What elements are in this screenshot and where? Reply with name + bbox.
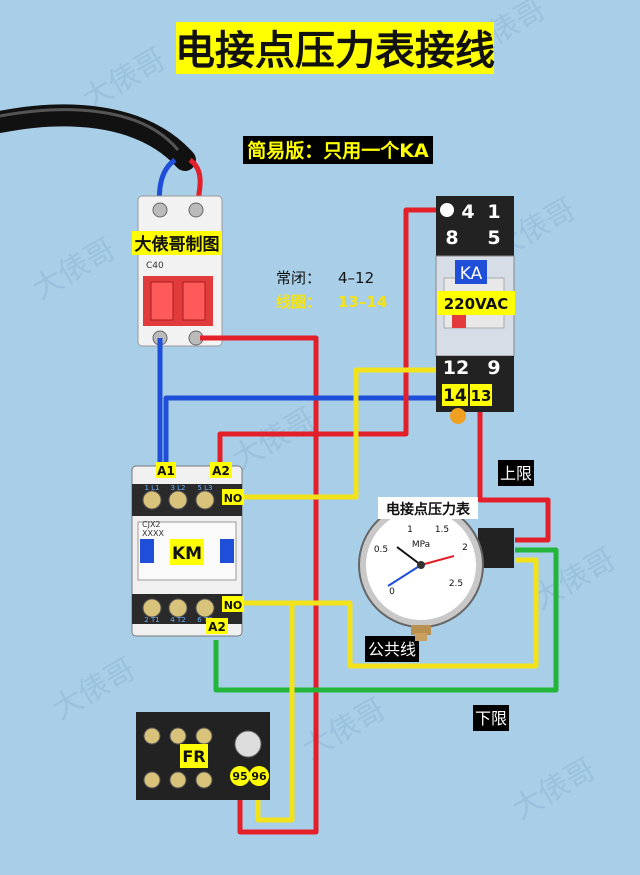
watermark-7: 大俵哥 xyxy=(527,542,622,617)
nc-value: 4–12 xyxy=(338,269,374,287)
gauge-tick-2-5: 2.5 xyxy=(449,579,463,589)
gauge-unit: MPa xyxy=(412,540,430,550)
relay-ka: KA 220VAC 4 1 8 5 12 9 14 13 xyxy=(435,196,515,424)
supply-cable-highlight xyxy=(0,108,180,151)
km-bottom-term-1: 2 T1 xyxy=(144,616,159,624)
km-a2-bottom: A2 xyxy=(208,620,226,634)
km-name: KM xyxy=(172,544,202,564)
subtitle-box xyxy=(243,136,433,164)
nc-label: 常闭： xyxy=(276,269,321,287)
coil-label: 线圈： xyxy=(276,293,321,311)
gauge-tick-1: 1 xyxy=(407,525,413,535)
watermark-5: 大俵哥 xyxy=(227,402,322,477)
gauge-needle-low xyxy=(387,564,422,587)
gauge-tick-0: 0 xyxy=(389,587,395,597)
watermark-1: 大俵哥 xyxy=(77,42,172,117)
watermark-8: 大俵哥 xyxy=(297,692,392,767)
relay-pin-8: 8 xyxy=(445,227,458,249)
km-top-term-2: 3 L2 xyxy=(170,484,185,492)
wire-green-lower xyxy=(213,547,559,693)
watermark-3: 大俵哥 xyxy=(27,232,122,307)
pressure-gauge: 电接点压力表 MPa 0 0.5 1 1.5 2 2.5 xyxy=(358,497,514,641)
contactor-km: 1 L1 3 L2 5 L3 CJX2 XXXX KM 2 T1 4 T2 6 … xyxy=(131,462,244,637)
gauge-title: 电接点压力表 xyxy=(386,501,471,518)
fr-name: FR xyxy=(182,747,205,766)
relay-pin-12: 12 xyxy=(443,357,469,379)
relay-notes: 常闭： 4–12 线圈： 13–14 xyxy=(272,264,390,314)
breaker-model: C40 xyxy=(146,261,164,271)
relay-pin-4: 4 xyxy=(461,201,474,223)
page-title: 电接点压力表接线 xyxy=(175,28,495,74)
common-label-box xyxy=(365,636,419,662)
subtitle: 简易版：只用一个KA xyxy=(247,139,429,162)
gauge-tick-0-5: 0.5 xyxy=(374,545,388,555)
gauge-needle-high xyxy=(420,555,455,566)
wire-yellow-ka12 xyxy=(244,367,446,500)
relay-pin-5: 5 xyxy=(487,227,500,249)
gauge-tick-2: 2 xyxy=(462,543,468,553)
title-box xyxy=(176,22,494,74)
thermal-relay-fr: FR 95 96 xyxy=(136,712,270,800)
km-a1: A1 xyxy=(157,464,175,478)
wire-red-ka4 xyxy=(217,207,447,470)
km-model-2: XXXX xyxy=(142,529,164,538)
relay-pin-9: 9 xyxy=(487,357,500,379)
upper-label-box xyxy=(498,460,534,486)
wire-red-upper xyxy=(477,400,551,543)
km-top-term-1: 1 L1 xyxy=(144,484,159,492)
km-model: CJX2 xyxy=(142,520,161,529)
relay-pin-1: 1 xyxy=(487,201,500,223)
wire-yellow-common xyxy=(244,557,539,669)
km-bottom-term-2: 4 T2 xyxy=(170,616,185,624)
gauge-tick-1-5: 1.5 xyxy=(435,525,449,535)
fr-term-95: 95 xyxy=(232,770,247,783)
gauge-needle-main xyxy=(396,546,422,566)
km-a2-top: A2 xyxy=(212,464,230,478)
relay-pin-14: 14 xyxy=(443,386,467,406)
fr-term-96: 96 xyxy=(251,770,267,783)
km-top-term-3: 5 L3 xyxy=(197,484,212,492)
wire-blue-14 xyxy=(163,395,455,470)
relay-voltage: 220VAC xyxy=(444,295,509,313)
km-no-top: NO xyxy=(224,492,243,505)
watermark-9: 大俵哥 xyxy=(507,752,602,827)
lower-label-box xyxy=(473,705,509,731)
coil-value: 13–14 xyxy=(338,293,387,311)
label-upper-limit: 上限 xyxy=(500,464,532,483)
relay-name: KA xyxy=(460,264,483,284)
km-no-bottom: NO xyxy=(224,599,243,612)
km-bottom-term-3: 6 T3 xyxy=(197,616,212,624)
supply-cable xyxy=(0,104,196,171)
label-lower-limit: 下限 xyxy=(475,709,507,728)
relay-pin-13: 13 xyxy=(471,387,492,405)
label-common: 公共线 xyxy=(368,640,416,659)
breaker-caption: 大俵哥制图 xyxy=(135,234,220,255)
wire-red-main xyxy=(200,335,319,835)
circuit-breaker: 大俵哥制图 C40 xyxy=(132,195,223,347)
watermark-6: 大俵哥 xyxy=(47,652,142,727)
